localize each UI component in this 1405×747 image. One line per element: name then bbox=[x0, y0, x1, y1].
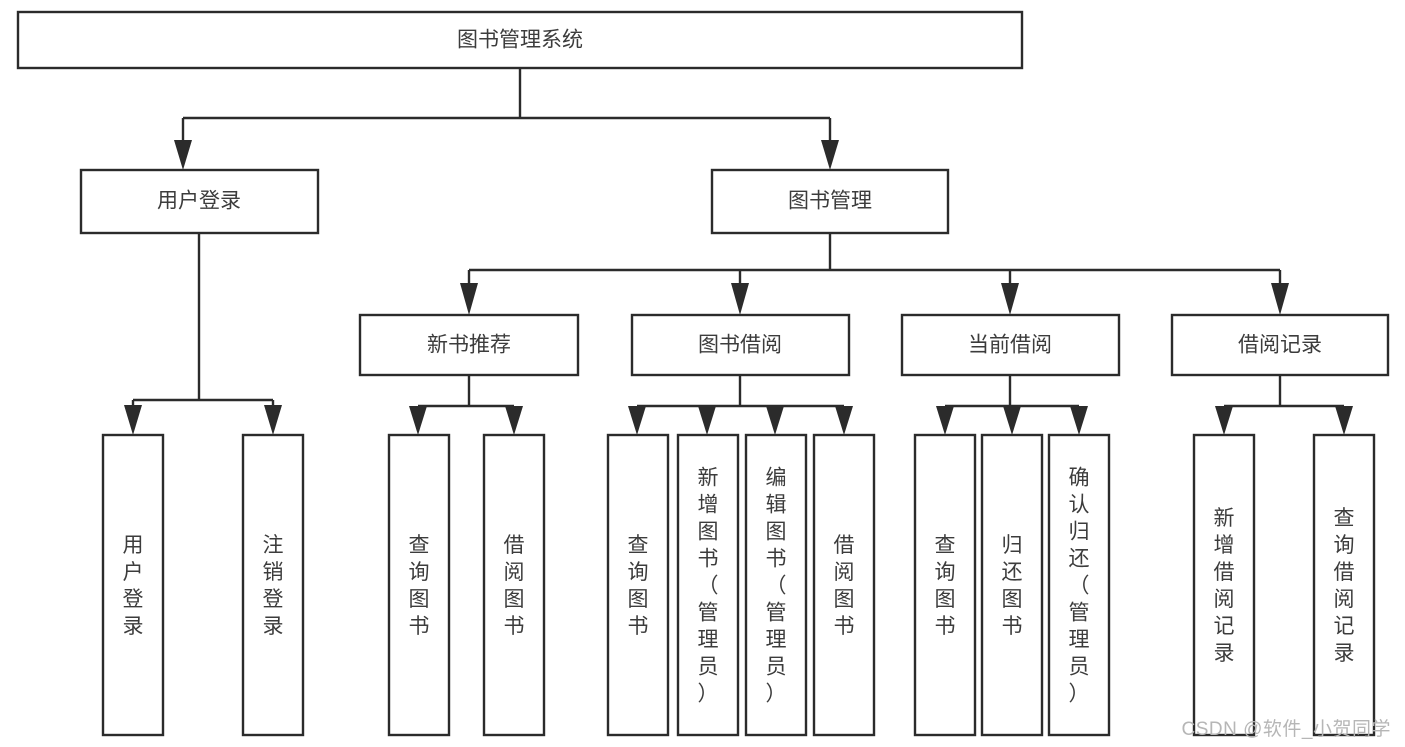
arrowhead-current-borrow-to-leaf-1 bbox=[936, 406, 954, 435]
arrowhead-book-manage-to-new-book-rec bbox=[460, 283, 478, 315]
arrowhead-new-book-rec-to-leaf-2 bbox=[505, 406, 523, 435]
arrowhead-book-manage-to-book-borrow bbox=[731, 283, 749, 315]
node-leaf-user-login-label: 用户登录 bbox=[123, 534, 144, 638]
node-leaf-confirm-return[interactable]: 确认归还（管理员） bbox=[1047, 433, 1111, 737]
node-leaf-borrow-book-1-box[interactable] bbox=[482, 433, 546, 737]
arrowhead-book-manage-to-current-borrow bbox=[1001, 283, 1019, 315]
node-root-label: 图书管理系统 bbox=[457, 29, 583, 52]
node-leaf-add-book-box[interactable] bbox=[676, 433, 740, 737]
node-leaf-edit-book-label: 编辑图书（管理员） bbox=[766, 467, 787, 706]
node-leaf-return-book-box[interactable] bbox=[980, 433, 1044, 737]
node-leaf-query-book-3[interactable]: 查询图书 bbox=[913, 433, 977, 737]
node-leaf-query-book-3-label: 查询图书 bbox=[935, 534, 956, 638]
node-leaf-query-record-box[interactable] bbox=[1312, 433, 1376, 737]
node-user-login-box[interactable] bbox=[79, 168, 320, 235]
node-book-borrow-box[interactable] bbox=[630, 313, 851, 377]
node-leaf-query-book-1[interactable]: 查询图书 bbox=[387, 433, 451, 737]
arrowhead-new-book-rec-to-leaf-1 bbox=[409, 406, 427, 435]
node-current-borrow-box[interactable] bbox=[900, 313, 1121, 377]
arrowhead-borrow-record-to-leaf-2 bbox=[1335, 406, 1353, 435]
node-leaf-query-book-2-label: 查询图书 bbox=[628, 534, 649, 638]
node-leaf-query-book-1-box[interactable] bbox=[387, 433, 451, 737]
arrowhead-user-login-to-leaf-1 bbox=[124, 405, 142, 435]
node-leaf-borrow-book-2[interactable]: 借阅图书 bbox=[812, 433, 876, 737]
node-leaf-logout-box[interactable] bbox=[241, 433, 305, 737]
node-leaf-user-login-box[interactable] bbox=[101, 433, 165, 737]
arrowhead-user-login-to-leaf-2 bbox=[264, 405, 282, 435]
node-leaf-borrow-book-2-box[interactable] bbox=[812, 433, 876, 737]
node-book-manage-box[interactable] bbox=[710, 168, 950, 235]
node-leaf-confirm-return-box[interactable] bbox=[1047, 433, 1111, 737]
node-leaf-query-book-2[interactable]: 查询图书 bbox=[606, 433, 670, 737]
arrowhead-root-to-book-manage bbox=[821, 140, 839, 170]
node-leaf-query-book-2-box[interactable] bbox=[606, 433, 670, 737]
arrowhead-root-to-user-login bbox=[174, 140, 192, 170]
node-leaf-borrow-book-2-label: 借阅图书 bbox=[834, 534, 855, 638]
node-current-borrow-label: 当前借阅 bbox=[968, 334, 1052, 357]
node-leaf-add-book[interactable]: 新增图书（管理员） bbox=[676, 433, 740, 737]
node-leaf-edit-book[interactable]: 编辑图书（管理员） bbox=[744, 433, 808, 737]
node-book-borrow-label: 图书借阅 bbox=[698, 334, 782, 357]
node-leaf-return-book-label: 归还图书 bbox=[1002, 534, 1023, 638]
node-borrow-record[interactable]: 借阅记录 bbox=[1170, 313, 1390, 377]
arrowhead-book-borrow-to-leaf-4 bbox=[835, 406, 853, 435]
node-leaf-add-record[interactable]: 新增借阅记录 bbox=[1192, 433, 1256, 737]
node-leaf-edit-book-box[interactable] bbox=[744, 433, 808, 737]
node-leaf-query-book-1-label: 查询图书 bbox=[409, 534, 430, 638]
arrowhead-book-borrow-to-leaf-1 bbox=[628, 406, 646, 435]
node-user-login-label: 用户登录 bbox=[157, 190, 241, 213]
node-leaf-confirm-return-label: 确认归还（管理员） bbox=[1069, 467, 1090, 706]
node-leaf-borrow-book-1[interactable]: 借阅图书 bbox=[482, 433, 546, 737]
node-new-book-rec[interactable]: 新书推荐 bbox=[358, 313, 580, 377]
node-leaf-user-login[interactable]: 用户登录 bbox=[101, 433, 165, 737]
arrowhead-book-manage-to-borrow-record bbox=[1271, 283, 1289, 315]
node-root-box[interactable] bbox=[16, 10, 1024, 70]
connector-layer bbox=[124, 68, 1353, 435]
node-leaf-add-record-box[interactable] bbox=[1192, 433, 1256, 737]
node-leaf-query-book-3-box[interactable] bbox=[913, 433, 977, 737]
node-leaf-query-record-label: 查询借阅记录 bbox=[1334, 507, 1355, 665]
node-user-login[interactable]: 用户登录 bbox=[79, 168, 320, 235]
node-new-book-rec-label: 新书推荐 bbox=[427, 334, 511, 357]
node-leaf-borrow-book-1-label: 借阅图书 bbox=[504, 534, 525, 638]
node-borrow-record-label: 借阅记录 bbox=[1238, 334, 1322, 357]
node-new-book-rec-box[interactable] bbox=[358, 313, 580, 377]
node-leaf-add-record-label: 新增借阅记录 bbox=[1214, 507, 1235, 665]
node-leaf-logout[interactable]: 注销登录 bbox=[241, 433, 305, 737]
node-book-manage-label: 图书管理 bbox=[788, 190, 872, 213]
node-leaf-add-book-label: 新增图书（管理员） bbox=[698, 467, 719, 706]
arrowhead-book-borrow-to-leaf-2 bbox=[698, 406, 716, 435]
node-borrow-record-box[interactable] bbox=[1170, 313, 1390, 377]
node-book-manage[interactable]: 图书管理 bbox=[710, 168, 950, 235]
node-root[interactable]: 图书管理系统 bbox=[16, 10, 1024, 70]
arrowhead-book-borrow-to-leaf-3 bbox=[766, 406, 784, 435]
node-leaf-return-book[interactable]: 归还图书 bbox=[980, 433, 1044, 737]
node-book-borrow[interactable]: 图书借阅 bbox=[630, 313, 851, 377]
node-leaf-logout-label: 注销登录 bbox=[263, 534, 284, 638]
node-leaf-query-record[interactable]: 查询借阅记录 bbox=[1312, 433, 1376, 737]
node-current-borrow[interactable]: 当前借阅 bbox=[900, 313, 1121, 377]
arrowhead-current-borrow-to-leaf-3 bbox=[1070, 406, 1088, 435]
arrowhead-current-borrow-to-leaf-2 bbox=[1003, 406, 1021, 435]
arrowhead-borrow-record-to-leaf-1 bbox=[1215, 406, 1233, 435]
